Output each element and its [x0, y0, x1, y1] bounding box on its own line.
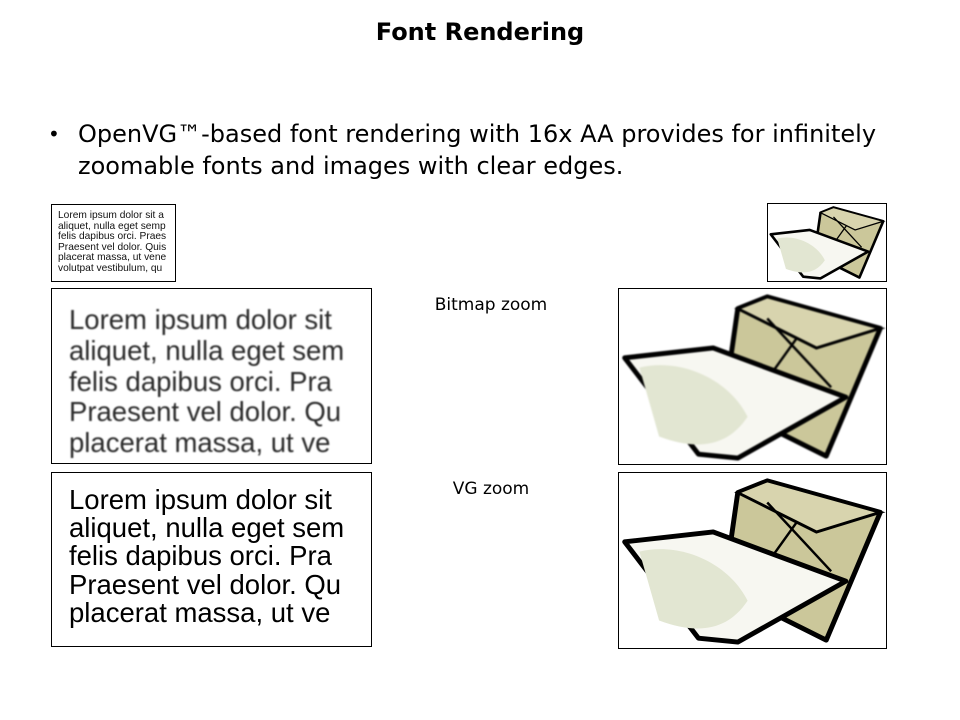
sample-line: felis dapibus orci. Pra	[69, 540, 332, 572]
sample-line: placerat massa, ut ve	[69, 596, 331, 628]
envelope-image-original	[767, 203, 887, 282]
sample-line: placerat massa, ut vene	[58, 252, 167, 264]
text-sample-lines: Lorem ipsum dolor sit a aliquet, nulla e…	[58, 210, 167, 275]
text-sample-bitmap-zoom: Lorem ipsum dolor sit aliquet, nulla ege…	[51, 288, 372, 464]
vg-zoom-caption: VG zoom	[452, 479, 530, 499]
sample-line: Praesent vel dolor. Quis	[58, 241, 167, 253]
sample-line: aliquet, nulla eget sem	[69, 334, 345, 366]
sample-line: Praesent vel dolor. Qu	[69, 396, 342, 428]
envelope-image-vg-zoom	[618, 472, 887, 649]
sample-line: placerat massa, ut ve	[69, 427, 331, 459]
bullet-text: OpenVG™-based font rendering with 16x AA…	[78, 120, 877, 180]
sample-line: Lorem ipsum dolor sit a	[58, 210, 164, 221]
sample-line: Lorem ipsum dolor sit	[69, 484, 332, 515]
slide-title: Font Rendering	[375, 18, 585, 46]
text-sample-lines: Lorem ipsum dolor sit aliquet, nulla ege…	[69, 304, 345, 459]
sample-line: aliquet, nulla eget sem	[69, 512, 345, 544]
sample-line: Praesent vel dolor. Qu	[69, 568, 342, 600]
text-sample-lines: Lorem ipsum dolor sit aliquet, nulla ege…	[69, 484, 345, 628]
text-sample-vg-zoom: Lorem ipsum dolor sit aliquet, nulla ege…	[51, 472, 372, 647]
text-sample-original: Lorem ipsum dolor sit a aliquet, nulla e…	[51, 204, 176, 282]
sample-line: felis dapibus orci. Pra	[69, 365, 332, 397]
envelope-image-bitmap-zoom	[618, 288, 887, 465]
envelope-icon	[622, 294, 886, 461]
bullet-marker: •	[48, 122, 60, 146]
envelope-icon	[622, 478, 886, 645]
bullet-item: • OpenVG™-based font rendering with 16x …	[48, 118, 908, 182]
sample-line: Lorem ipsum dolor sit	[69, 304, 332, 335]
envelope-icon	[769, 206, 886, 280]
sample-line: volutpat vestibulum, qu	[58, 262, 163, 274]
bitmap-zoom-caption: Bitmap zoom	[434, 295, 548, 315]
sample-line: felis dapibus orci. Praes	[58, 231, 167, 243]
sample-line: aliquet, nulla eget semp	[58, 220, 166, 232]
